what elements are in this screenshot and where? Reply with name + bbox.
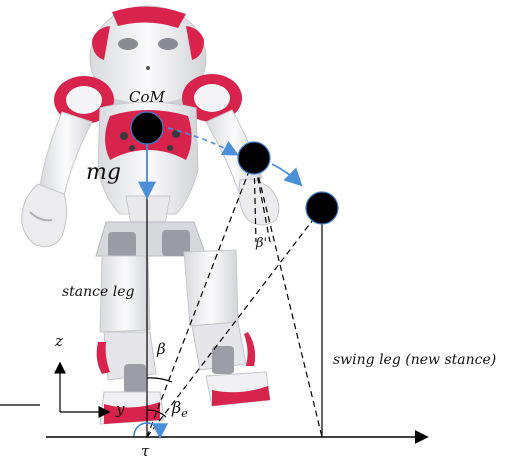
beta-arc [146, 377, 173, 383]
swing-leg-label: swing leg (new stance) [333, 352, 497, 368]
y-axis-label: y [116, 400, 125, 418]
robot-illustration [21, 5, 280, 425]
robot-right-leg [183, 249, 271, 407]
dashed-stance-to-com3 [146, 207, 323, 438]
com-point-start [130, 111, 164, 145]
com-point-mid [237, 141, 271, 175]
z-axis-label: z [55, 332, 63, 350]
robot-shoulders [54, 74, 242, 124]
tau-label: τ [141, 442, 150, 460]
beta-e-label: βe [172, 398, 188, 420]
stance-leg-label: stance leg [62, 284, 135, 300]
com-trajectory-arrow-1 [167, 127, 239, 156]
beta-label: β [157, 340, 166, 358]
tau-arc [133, 422, 168, 440]
beta-prime-label: β' [256, 236, 268, 251]
beta-e-symbol: β [172, 398, 182, 417]
com-point-end [305, 191, 339, 225]
gravity-label: mg [86, 160, 121, 185]
com-label: CoM [129, 88, 165, 106]
dashed-com2-to-ground [253, 157, 323, 438]
robot-left-arm [21, 111, 93, 248]
beta-e-subscript: e [181, 407, 188, 421]
robot-hips [95, 221, 207, 258]
robot-left-leg [96, 255, 165, 425]
com-trajectory-arrow-2 [271, 163, 303, 187]
coordinate-frame [54, 361, 111, 418]
beta-e-arc [146, 409, 167, 418]
